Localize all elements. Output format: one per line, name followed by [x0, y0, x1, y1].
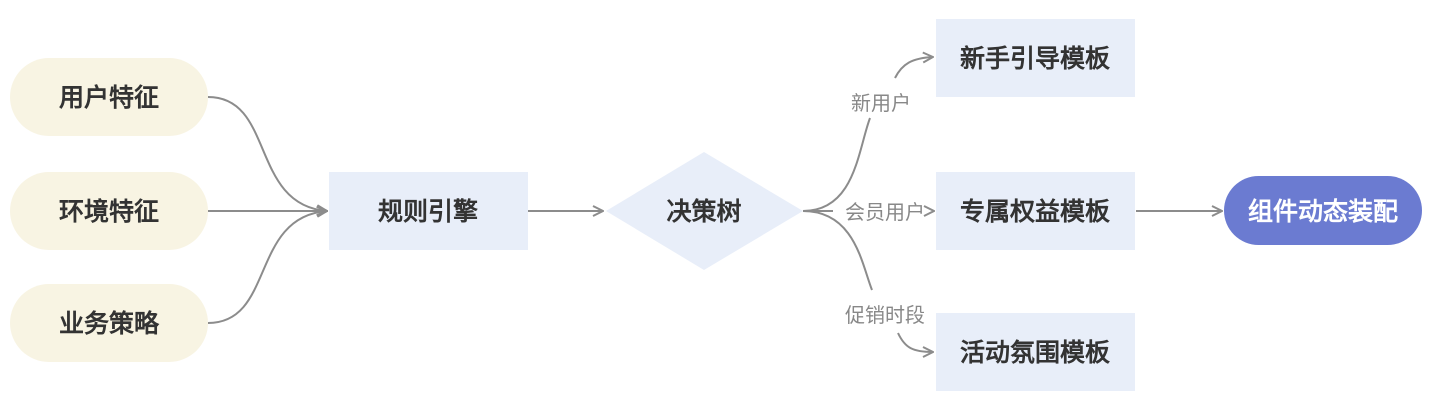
output-node-label: 组件动态装配	[1248, 197, 1398, 226]
template-label: 活动氛围模板	[960, 338, 1110, 367]
edge-decision-template-1	[802, 57, 933, 212]
input-node-label: 业务策略	[59, 309, 160, 338]
input-node-business-strategy: 业务策略	[10, 284, 208, 362]
template-node-onboarding: 新手引导模板	[936, 19, 1135, 97]
branch-label-new-user: 新用户	[851, 91, 911, 115]
output-node-dynamic-assembly: 组件动态装配	[1224, 176, 1422, 245]
decision-tree-node: 决策树	[606, 152, 803, 270]
template-label: 新手引导模板	[960, 44, 1110, 73]
edge-decision-template-3	[802, 210, 933, 352]
rule-engine-label: 规则引擎	[378, 197, 478, 226]
template-node-member-benefits: 专属权益模板	[936, 172, 1135, 250]
template-node-campaign: 活动氛围模板	[936, 313, 1135, 391]
input-node-label: 用户特征	[59, 83, 159, 112]
branch-label-promo: 促销时段	[845, 303, 925, 327]
template-label: 专属权益模板	[960, 197, 1110, 226]
input-node-user-features: 用户特征	[10, 58, 208, 136]
decision-tree-label: 决策树	[666, 197, 741, 226]
branch-label-member: 会员用户	[845, 200, 925, 224]
rule-engine-node: 规则引擎	[329, 172, 528, 250]
input-node-env-features: 环境特征	[10, 172, 208, 250]
input-node-label: 环境特征	[59, 197, 159, 226]
edge-input-3-engine	[207, 211, 327, 324]
edge-input-1-engine	[207, 96, 327, 211]
